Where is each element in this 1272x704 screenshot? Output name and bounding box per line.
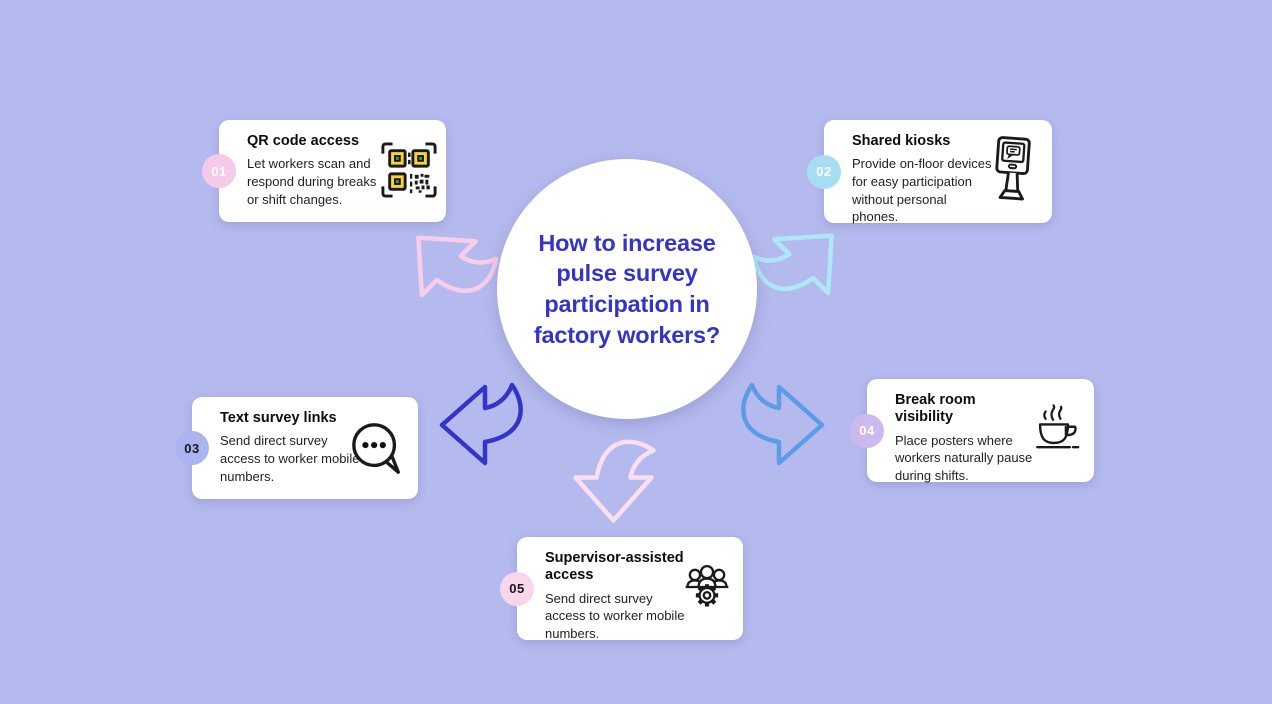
arrow-path <box>416 235 499 298</box>
card-body: Send direct survey access to worker mobi… <box>220 433 360 484</box>
curved-arrow-up-left-icon <box>378 200 516 338</box>
card-title: Supervisor-assisted access <box>545 550 684 584</box>
curved-arrow-up-right-icon <box>734 198 872 336</box>
kiosk-icon <box>990 135 1036 210</box>
card-text-survey-links: 03 Text survey links Send direct survey … <box>175 397 418 499</box>
qr-code-icon <box>380 141 438 204</box>
card-body: Provide on-floor devices for easy partic… <box>852 156 992 225</box>
curved-arrow-down-icon <box>565 429 660 529</box>
coffee-cup-icon <box>1028 403 1080 462</box>
card-supervisor-assisted-access: 05 Supervisor-assisted access Send direc… <box>500 537 743 642</box>
card-break-room-visibility: 04 Break room visibility Place posters w… <box>850 379 1094 484</box>
center-question-title: How to increase pulse survey participati… <box>533 229 721 348</box>
arrow-path <box>741 382 825 466</box>
card-qr-code-access: 01 QR code access Let workers scan and r… <box>202 120 446 222</box>
card-title: Shared kiosks <box>852 133 951 149</box>
step-badge-04: 04 <box>850 413 884 448</box>
card-body: Let workers scan and respond during brea… <box>247 156 377 207</box>
team-gear-icon <box>681 561 733 618</box>
card-title: Text survey links <box>220 410 337 426</box>
card-shared-kiosks: 02 Shared kiosks Provide on-floor device… <box>807 120 1052 225</box>
arrow-path <box>573 439 656 523</box>
card-body: Send direct survey access to worker mobi… <box>545 590 685 642</box>
card-body: Place posters where workers naturally pa… <box>895 432 1033 484</box>
center-question-circle: How to increase pulse survey participati… <box>497 159 757 419</box>
step-badge-05: 05 <box>500 571 534 606</box>
curved-arrow-right-icon <box>730 379 830 474</box>
step-badge-02: 02 <box>807 154 841 189</box>
arrow-path <box>439 382 523 466</box>
step-badge-01: 01 <box>202 154 236 188</box>
card-title: Break room visibility <box>895 392 976 426</box>
chat-bubble-icon <box>349 420 407 481</box>
card-title: QR code access <box>247 133 360 149</box>
curved-arrow-left-icon <box>434 379 534 474</box>
step-badge-03: 03 <box>175 431 209 465</box>
arrow-path <box>751 233 834 296</box>
